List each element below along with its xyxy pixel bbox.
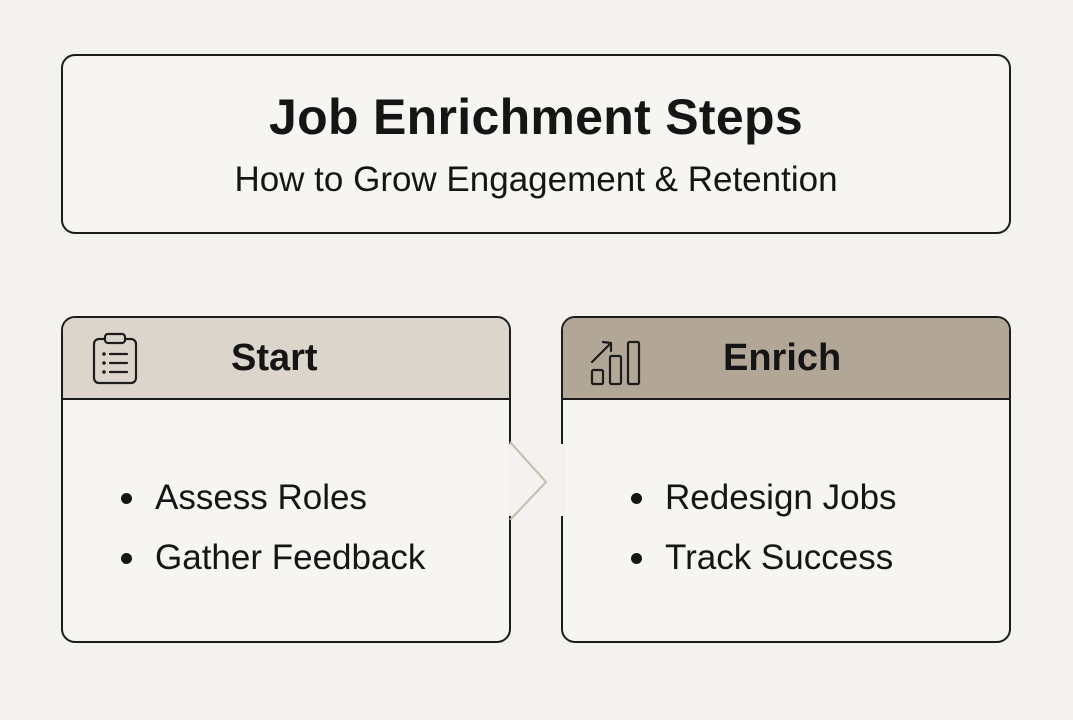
bullet-text: Gather Feedback: [155, 538, 426, 577]
bullet-dot-icon: [121, 493, 132, 504]
step-bullet-list: Redesign Jobs Track Success: [631, 468, 897, 588]
diagram-subtitle: How to Grow Engagement & Retention: [234, 160, 838, 199]
step-title-enrich: Enrich: [723, 337, 842, 379]
diagram-title: Job Enrichment Steps: [269, 89, 803, 145]
step-card-start: Start Assess Roles Gather Feedback: [61, 316, 511, 643]
step-card-header: Start: [63, 318, 509, 400]
step-card-enrich: Enrich Redesign Jobs Track Success: [561, 316, 1011, 643]
step-title-start: Start: [231, 337, 318, 379]
title-box: Job Enrichment Steps How to Grow Engagem…: [61, 54, 1011, 234]
bullet-text: Track Success: [665, 538, 894, 577]
clipboard-list-icon: [92, 332, 138, 385]
growth-bar-chart-icon: [590, 340, 641, 386]
bullet-dot-icon: [631, 553, 642, 564]
chevron-right-arrow-icon: [508, 441, 566, 520]
bullet-text: Assess Roles: [155, 478, 368, 517]
list-item: Gather Feedback: [121, 528, 425, 588]
list-item: Track Success: [631, 528, 897, 588]
step-bullet-list: Assess Roles Gather Feedback: [121, 468, 425, 588]
list-item: Assess Roles: [121, 468, 425, 528]
bullet-dot-icon: [631, 493, 642, 504]
list-item: Redesign Jobs: [631, 468, 897, 528]
bullet-text: Redesign Jobs: [665, 478, 897, 517]
bullet-dot-icon: [121, 553, 132, 564]
step-card-header: Enrich: [563, 318, 1009, 400]
